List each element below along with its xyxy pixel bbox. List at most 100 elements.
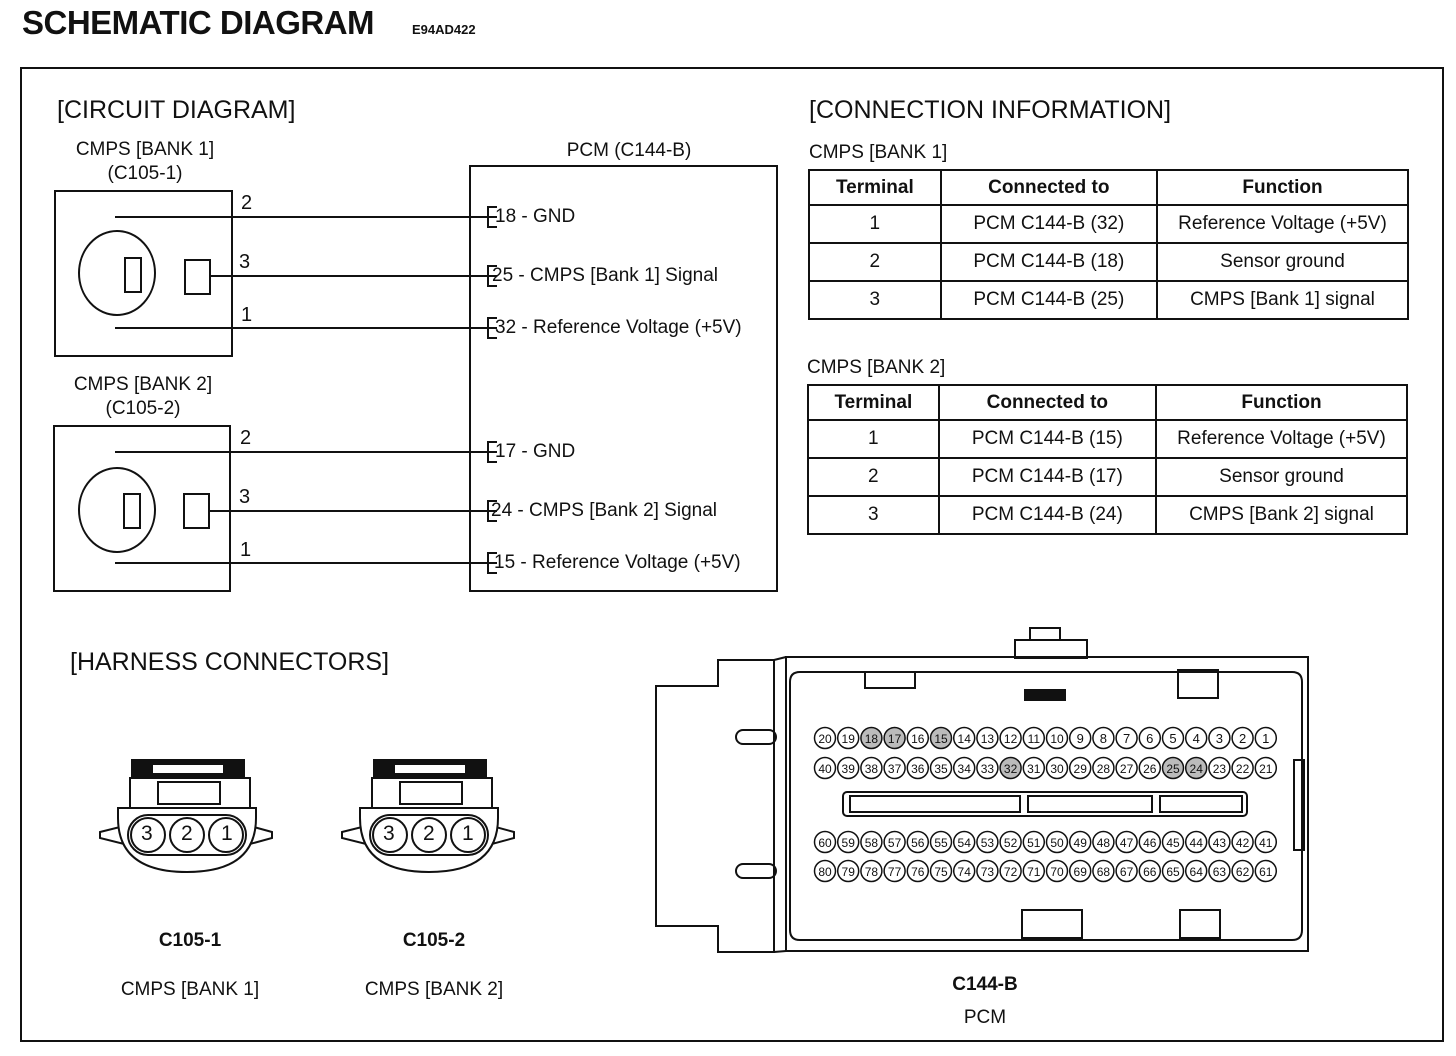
pcm-pin-label: 17	[888, 732, 902, 746]
pcm-pin-label: 51	[1027, 836, 1041, 850]
pcm-pin-label: 25	[1166, 762, 1180, 776]
pcm-pin-29	[1068, 756, 1092, 780]
pcm-pin-36	[906, 756, 930, 780]
pcm-pin-label: 3	[1216, 731, 1223, 746]
pcm-pin-35	[929, 756, 953, 780]
harness-heading: [HARNESS CONNECTORS]	[70, 648, 390, 676]
pcm-pin-label: 61	[1259, 865, 1273, 879]
diagram-frame	[20, 67, 1444, 1042]
pcm-pin-55	[929, 830, 953, 854]
pcm-pin-41	[1254, 830, 1278, 854]
c105-2-desc: CMPS [BANK 2]	[364, 979, 504, 1000]
pcm-pin-label: 29	[1074, 762, 1088, 776]
pcm-pin-54	[952, 830, 976, 854]
pcm-pin-58	[860, 830, 883, 854]
sensor2-connector: (C105-2)	[105, 398, 181, 419]
pcm-pin-label: 11	[1028, 732, 1041, 746]
pcm-pin-20	[813, 726, 837, 750]
pcm-pin-label: 8	[1100, 731, 1107, 746]
pcm-pin-15	[929, 726, 953, 750]
pcm-pin-label: 47	[1120, 836, 1134, 850]
pcm-pin-label: 57	[888, 836, 902, 850]
pcm-pin-53	[976, 830, 999, 854]
pcm-pin-7	[1115, 726, 1138, 750]
pcm-pin-label: 79	[842, 865, 856, 879]
pcm-pin-label: 54	[958, 836, 972, 850]
c105-2-connector-icon	[341, 759, 515, 874]
c105-1-connector-icon	[99, 759, 273, 874]
pcm-pin-2	[1231, 726, 1254, 750]
pcm-pin-68	[1092, 859, 1115, 883]
pcm-pin-79	[836, 859, 860, 883]
pcm-pin-62	[1231, 859, 1254, 883]
pcm-pin-label: 77	[888, 865, 902, 879]
connector-pin-icon	[450, 817, 486, 853]
pcm-pin-label: 72	[1004, 865, 1018, 879]
pcm-pin-label: 13	[981, 732, 995, 746]
pcm-pin-3	[1208, 726, 1231, 750]
table-row: 1 PCM C144-B (32) Reference Voltage (+5V…	[808, 204, 1410, 244]
pcm-pin-label: 68	[1097, 865, 1111, 879]
pcm-pin-label: 66	[1143, 865, 1157, 879]
pcm-pin-16	[906, 726, 930, 750]
page-title: SCHEMATIC DIAGRAM	[22, 4, 375, 41]
pcm-pin-1	[1254, 726, 1278, 750]
pcm-pin-40	[813, 756, 837, 780]
pcm-pin-75	[929, 859, 953, 883]
pcm-pin-32	[999, 756, 1022, 780]
col-connected-to: Connected to	[939, 169, 1158, 206]
pcm-pin-label: 35	[934, 762, 948, 776]
pcm-pin-label: 73	[981, 865, 995, 879]
table-row: 2 PCM C144-B (18) Sensor ground	[808, 242, 1410, 282]
pcm-pin-label: 30	[1050, 762, 1064, 776]
table-row: 3 PCM C144-B (25) CMPS [Bank 1] signal	[808, 280, 1410, 320]
pcm-pin-label: 80	[818, 865, 832, 879]
pcm-pin-label: 7	[1123, 731, 1130, 746]
pcm-pin-label: 12	[1004, 732, 1018, 746]
c105-1-desc: CMPS [BANK 1]	[120, 979, 260, 1000]
pcm-pin-label: 4	[1193, 731, 1200, 746]
pcm-pin-label: 60	[818, 836, 832, 850]
pcm-pin-label: 5	[1169, 731, 1176, 746]
pcm-pin-38	[860, 756, 883, 780]
c144-b-desc: PCM	[963, 1007, 1007, 1028]
pcm-pin-17	[883, 726, 906, 750]
sensor1-pin-2: 2	[241, 192, 253, 214]
pcm-pin-13	[976, 726, 999, 750]
pcm-pin-label: 31	[1027, 762, 1041, 776]
pcm-pin-47	[1115, 830, 1138, 854]
pcm-pin-34	[952, 756, 976, 780]
table2-caption: CMPS [BANK 2]	[807, 357, 946, 378]
pcm-pin-label: 19	[842, 732, 856, 746]
col-terminal: Terminal	[808, 169, 942, 206]
pcm-pin-61	[1254, 859, 1278, 883]
pcm-pin-label: 37	[888, 762, 902, 776]
pcm-pin-60	[813, 830, 837, 854]
connector-pin-icon	[208, 817, 244, 853]
pcm-pin-48	[1092, 830, 1115, 854]
pcm-pin-71	[1022, 859, 1046, 883]
pcm-pin-label: 62	[1236, 865, 1250, 879]
pcm-pin-label: 40	[818, 762, 832, 776]
pcm-pin-label: 2	[1239, 731, 1246, 746]
pcm-pin-22	[1231, 756, 1254, 780]
col-terminal: Terminal	[807, 384, 940, 421]
pcm-pin-67	[1115, 859, 1138, 883]
table1-caption: CMPS [BANK 1]	[809, 142, 948, 163]
pcm-pin-8	[1092, 726, 1115, 750]
pcm-pin-74	[952, 859, 976, 883]
pcm-terminal: 24 - CMPS [Bank 2] Signal	[491, 500, 718, 521]
pcm-pin-label: 1	[1262, 731, 1269, 746]
pcm-pin-18	[860, 726, 883, 750]
sensor1-pin-1: 1	[241, 304, 253, 326]
pcm-title: PCM (C144-B)	[566, 140, 692, 161]
pcm-pin-42	[1231, 830, 1254, 854]
pcm-pin-28	[1092, 756, 1115, 780]
c144-b-label: C144-B	[952, 974, 1018, 995]
pcm-pin-label: 20	[818, 732, 832, 746]
sensor2-pin-1: 1	[240, 539, 252, 561]
pcm-pin-31	[1022, 756, 1046, 780]
connection-table-bank1: Terminal Connected to Function 1 PCM C14…	[808, 169, 1410, 320]
pcm-pin-label: 24	[1190, 762, 1204, 776]
